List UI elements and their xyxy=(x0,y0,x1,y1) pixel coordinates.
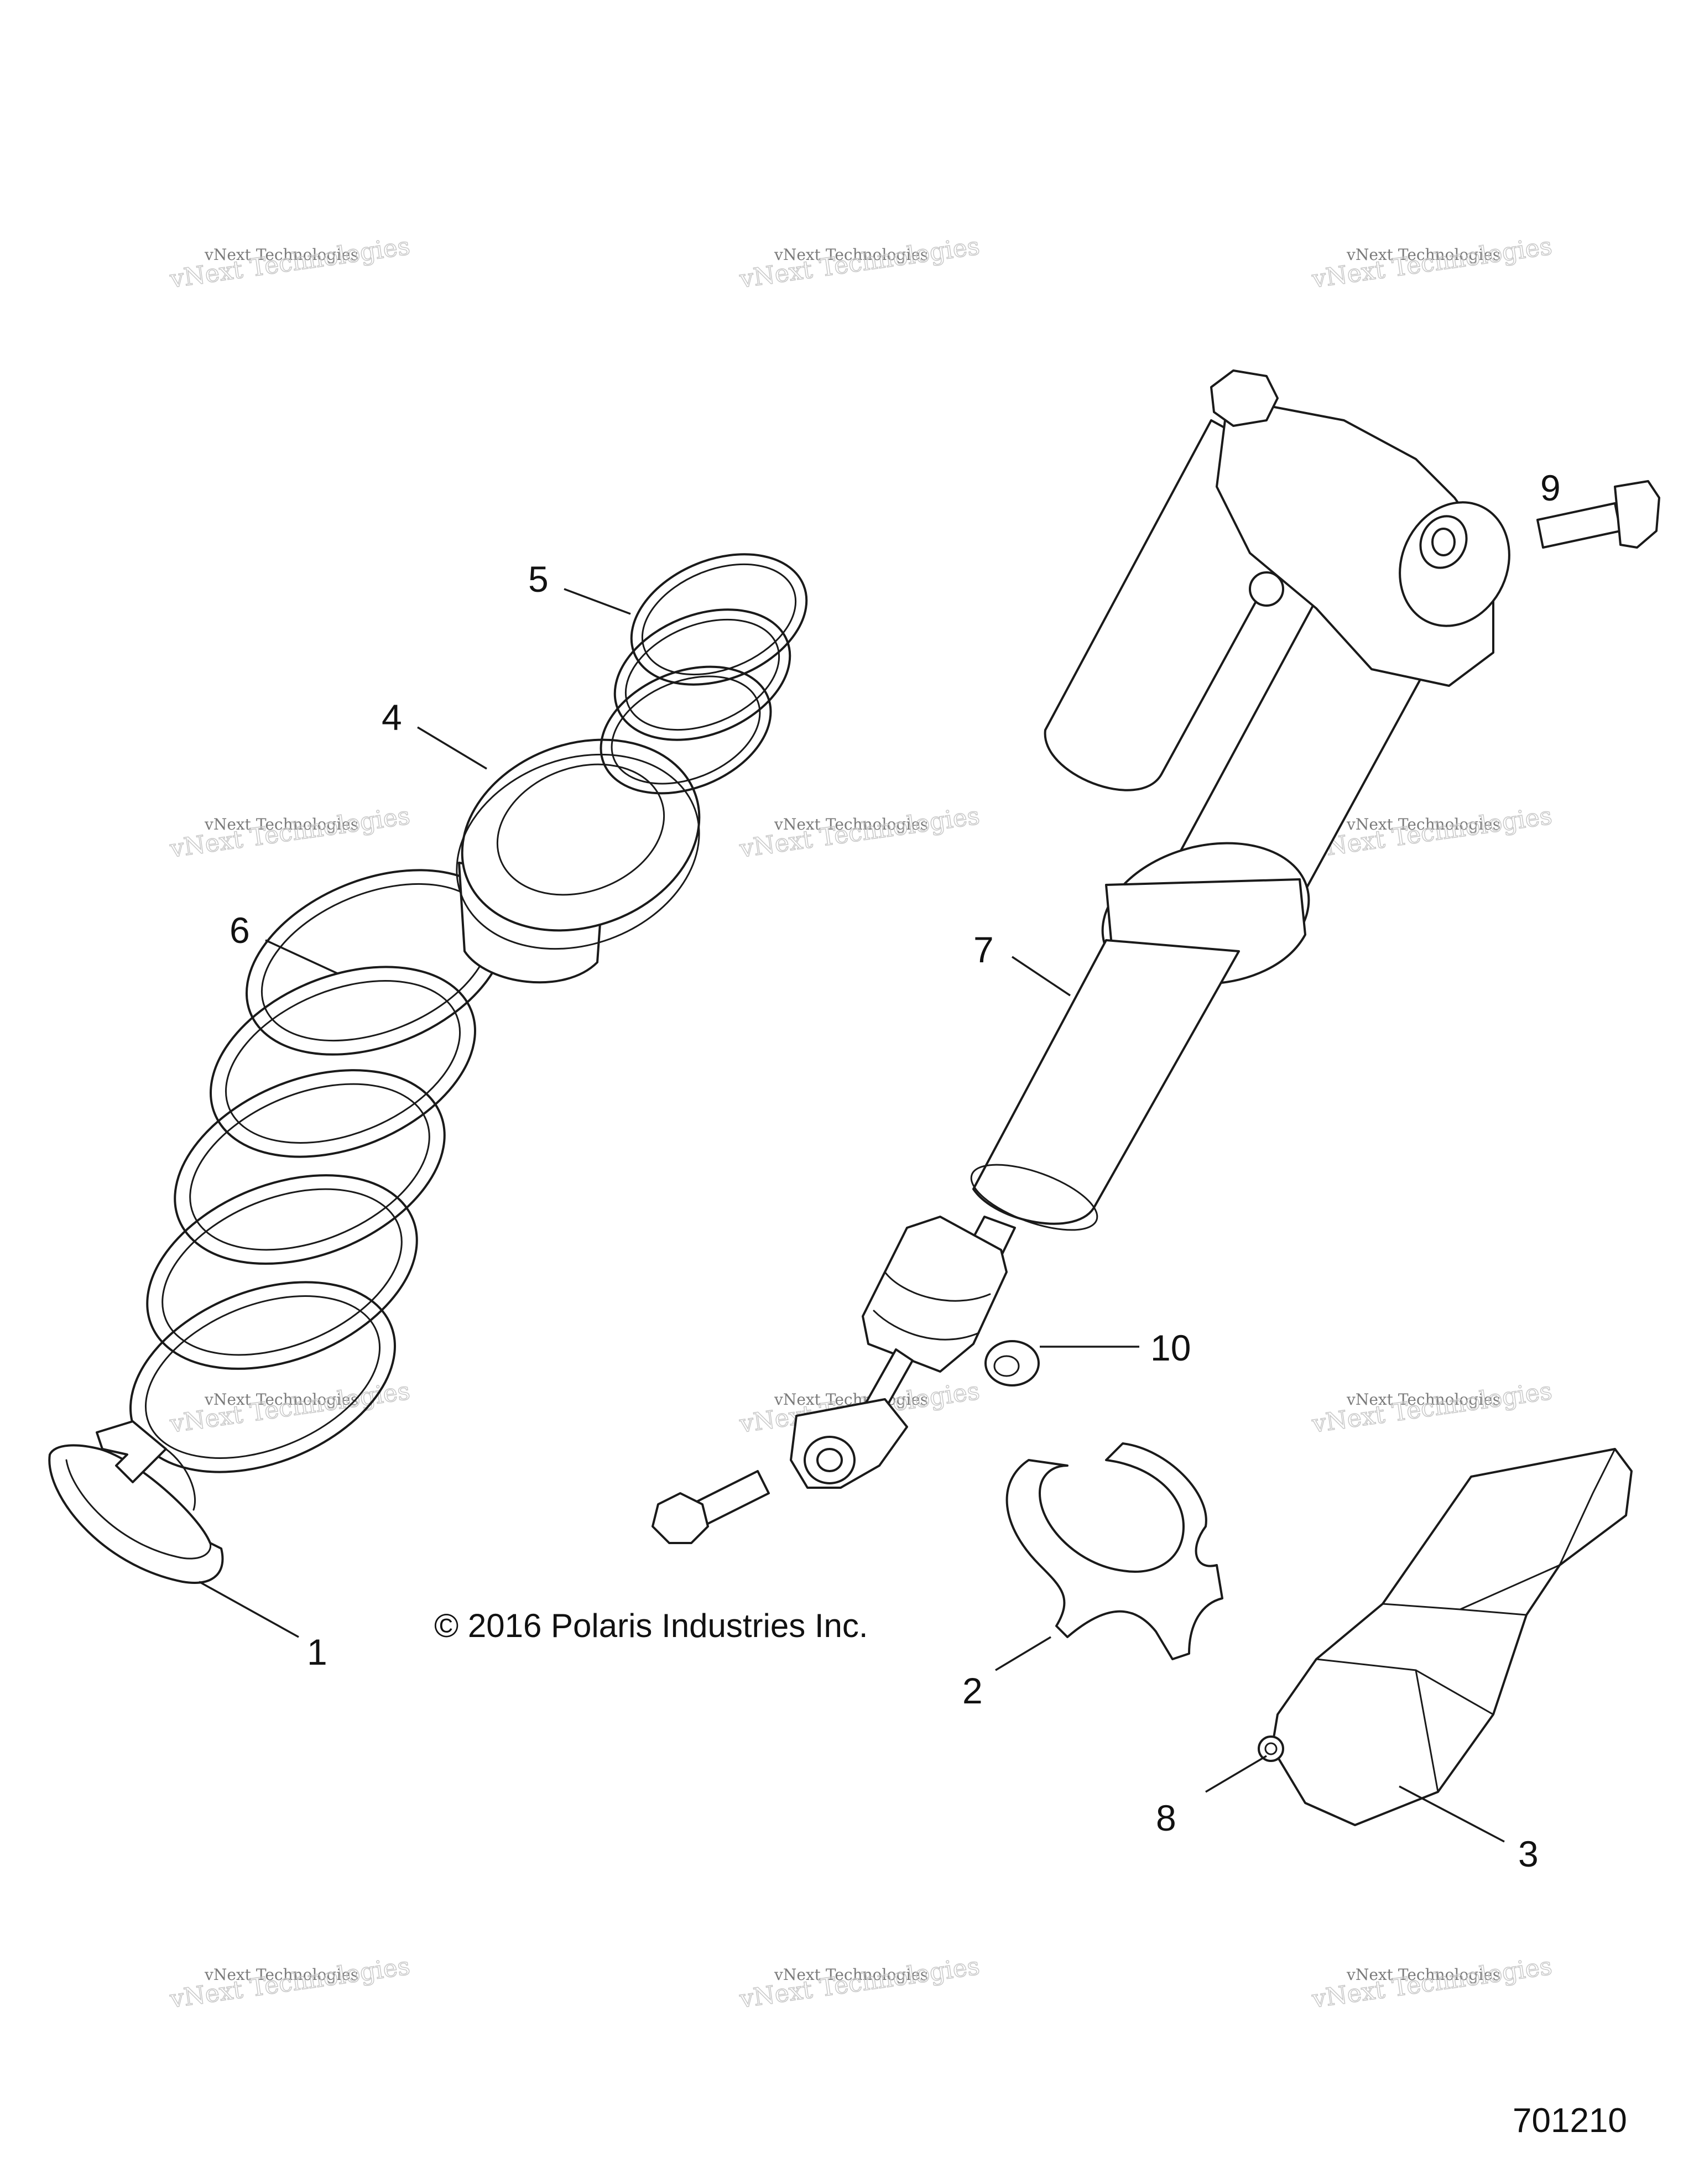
watermark-line2: vNext Technologies xyxy=(737,1952,981,2014)
watermark: vNext Technologies vNext Technologies xyxy=(1310,232,1554,294)
watermark-line2: vNext Technologies xyxy=(168,232,411,294)
callout-1: 1 xyxy=(307,1632,327,1672)
spring-crossover xyxy=(456,738,701,984)
figure-number: 701210 xyxy=(1513,2102,1627,2140)
bushing-nut xyxy=(984,1340,1040,1386)
leader-1 xyxy=(199,1581,299,1638)
watermark-line1: vNext Technologies xyxy=(204,246,358,264)
callouts: 1 2 3 4 5 6 7 8 9 10 xyxy=(230,467,1561,1874)
watermark-line2: vNext Technologies xyxy=(168,1952,411,2014)
leader-8 xyxy=(1205,1755,1267,1793)
watermark: vNext Technologies vNext Technologies xyxy=(737,801,982,864)
watermark-line2: vNext Technologies xyxy=(1310,232,1554,294)
copyright-notice: © 2016 Polaris Industries Inc. xyxy=(434,1607,868,1644)
watermark-line1: vNext Technologies xyxy=(204,1966,358,1984)
watermark-line1: vNext Technologies xyxy=(774,815,928,833)
bolt-upper xyxy=(1536,480,1660,549)
callout-4: 4 xyxy=(382,697,402,738)
watermark-line1: vNext Technologies xyxy=(774,1966,928,1984)
watermark: vNext Technologies vNext Technologies xyxy=(1310,1377,1554,1439)
watermark-line1: vNext Technologies xyxy=(1346,1966,1500,1984)
spring-retainer-lower xyxy=(48,1420,224,1584)
watermark: vNext Technologies vNext Technologies xyxy=(168,232,412,294)
spring-upper xyxy=(600,553,808,795)
bracket-clamp xyxy=(1005,1442,1223,1660)
watermark: vNext Technologies vNext Technologies xyxy=(737,1952,982,2014)
callout-9: 9 xyxy=(1540,467,1561,508)
callout-8: 8 xyxy=(1156,1797,1176,1838)
leader-4 xyxy=(417,726,487,770)
watermark-line1: vNext Technologies xyxy=(1346,246,1500,264)
shock-guard xyxy=(1271,1448,1633,1826)
leader-lines xyxy=(199,588,1505,1843)
watermark-line1: vNext Technologies xyxy=(204,1390,358,1409)
watermark-line2: vNext Technologies xyxy=(737,802,981,863)
leader-3 xyxy=(1399,1785,1505,1843)
watermark-line1: vNext Technologies xyxy=(204,815,358,833)
callout-6: 6 xyxy=(230,910,250,951)
shock-body xyxy=(652,369,1510,1544)
watermark-line2: vNext Technologies xyxy=(1310,1952,1554,2014)
watermark-line2: vNext Technologies xyxy=(737,232,981,294)
watermark-line1: vNext Technologies xyxy=(1346,815,1500,833)
leader-7 xyxy=(1012,956,1071,997)
watermark: vNext Technologies vNext Technologies xyxy=(168,1952,412,2014)
watermark-line2: vNext Technologies xyxy=(168,1377,411,1438)
leader-5 xyxy=(564,588,631,615)
callout-7: 7 xyxy=(973,929,994,970)
guard-fastener xyxy=(1258,1735,1284,1762)
callout-10: 10 xyxy=(1150,1327,1191,1368)
callout-3: 3 xyxy=(1518,1833,1539,1874)
watermark: vNext Technologies vNext Technologies xyxy=(1310,1952,1554,2014)
callout-2: 2 xyxy=(962,1670,983,1711)
leader-2 xyxy=(995,1636,1051,1671)
watermark: vNext Technologies vNext Technologies xyxy=(168,801,412,864)
watermark-line1: vNext Technologies xyxy=(774,246,928,264)
watermark-line2: vNext Technologies xyxy=(1310,1377,1554,1438)
leader-6 xyxy=(265,939,338,974)
watermark-line1: vNext Technologies xyxy=(1346,1390,1500,1409)
watermark-line2: vNext Technologies xyxy=(168,802,411,863)
watermark: vNext Technologies vNext Technologies xyxy=(168,1377,412,1439)
watermark: vNext Technologies vNext Technologies xyxy=(737,232,982,294)
callout-5: 5 xyxy=(528,559,549,600)
